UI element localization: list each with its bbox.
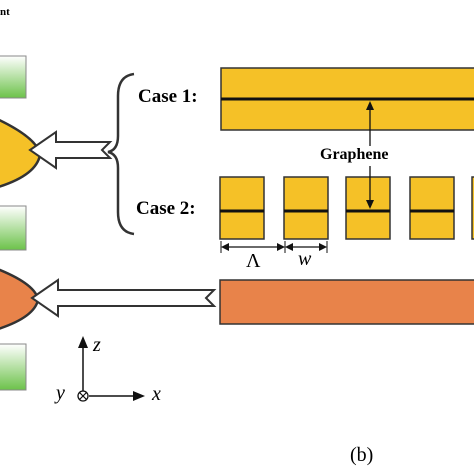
width-symbol: w: [298, 248, 312, 270]
period-arrow-right-head: [277, 243, 285, 251]
case2-block-5: [471, 176, 474, 240]
hollow-arrow-lower: [30, 278, 217, 318]
green-gradient-box-1: [0, 55, 27, 99]
cropped-legend-text: nt: [0, 6, 10, 18]
case2-block-3: [345, 176, 391, 240]
hollow-arrow-upper: [28, 130, 113, 170]
x-axis-label: x: [152, 383, 161, 405]
z-axis-label: z: [93, 334, 101, 356]
panel-label: (b): [350, 444, 374, 466]
width-arrow-left-head: [285, 243, 293, 251]
case2-block-1: [219, 176, 265, 240]
graphene-pointer-up-head: [366, 101, 374, 110]
graphene-pointer-down-head: [366, 200, 374, 209]
x-axis-arrowhead: [133, 391, 145, 401]
case2-block-4: [409, 176, 455, 240]
width-arrow-right-head: [319, 243, 327, 251]
y-axis-cross-2: [79, 392, 87, 400]
case2-block-2: [283, 176, 329, 240]
z-axis-arrowhead: [78, 336, 88, 348]
orange-slab: [219, 279, 474, 325]
case2-label: Case 2:: [136, 198, 196, 219]
graphene-label: Graphene: [320, 146, 389, 163]
green-gradient-box-2: [0, 205, 27, 251]
green-gradient-box-3: [0, 343, 27, 391]
case1-label: Case 1:: [138, 86, 198, 107]
y-axis-label: y: [56, 382, 65, 404]
period-arrow-left-head: [221, 243, 229, 251]
case-bracket: [107, 72, 135, 236]
period-symbol: Λ: [246, 250, 261, 272]
